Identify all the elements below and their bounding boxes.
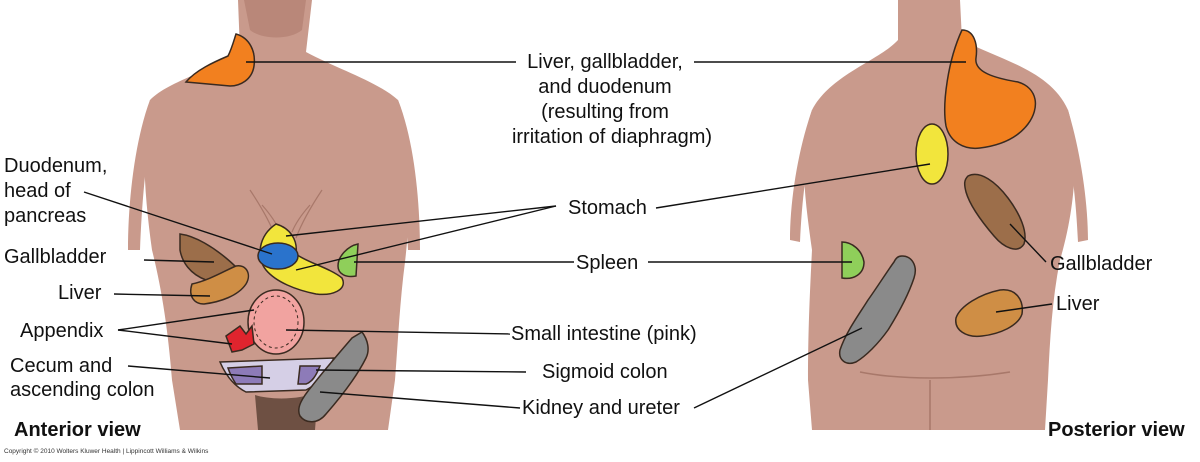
leader-gallbladder-right bbox=[1009, 223, 1047, 263]
copyright-notice: Copyright © 2010 Wolters Kluwer Health |… bbox=[4, 447, 209, 455]
label-duodenum-line3: pancreas bbox=[4, 205, 86, 227]
labels: Liver, gallbladder, and duodenum (result… bbox=[4, 51, 1185, 455]
posterior-body bbox=[790, 0, 1088, 430]
leader-kidney-anterior bbox=[319, 391, 521, 409]
leader-stomach-2 bbox=[295, 205, 557, 271]
posterior-kidney-ureter-region bbox=[838, 255, 916, 364]
leader-small-intestine bbox=[285, 329, 511, 335]
posterior-left-arm bbox=[790, 110, 818, 242]
label-sigmoid: Sigmoid colon bbox=[542, 361, 668, 383]
label-stomach: Stomach bbox=[568, 197, 647, 219]
leader-liver-right bbox=[995, 303, 1053, 313]
anterior-spleen-region bbox=[337, 243, 359, 278]
anterior-right-arm bbox=[394, 100, 420, 250]
label-anterior-view: Anterior view bbox=[14, 419, 141, 441]
posterior-liver-region bbox=[955, 289, 1024, 338]
leader-sigmoid bbox=[315, 369, 527, 373]
label-shoulder-line4: irritation of diaphragm) bbox=[512, 126, 712, 148]
leader-stomach-1 bbox=[285, 205, 557, 237]
anterior-body bbox=[128, 0, 420, 430]
label-small-intestine: Small intestine (pink) bbox=[511, 323, 697, 345]
label-posterior-view: Posterior view bbox=[1048, 419, 1185, 441]
anterior-chin bbox=[244, 0, 306, 38]
posterior-spleen-region bbox=[841, 241, 865, 280]
label-appendix: Appendix bbox=[20, 320, 103, 342]
posterior-stomach-region bbox=[915, 123, 949, 185]
leader-lines bbox=[83, 61, 1053, 409]
anterior-left-arm bbox=[128, 100, 156, 250]
anterior-liver-region bbox=[190, 265, 250, 305]
leader-liver-left bbox=[113, 293, 211, 297]
posterior-right-arm bbox=[1062, 110, 1088, 242]
small-intestine-inner-outline bbox=[253, 295, 299, 349]
label-shoulder-line3: (resulting from bbox=[541, 101, 669, 123]
anterior-kidney-ureter-region bbox=[298, 331, 369, 423]
label-duodenum-line1: Duodenum, bbox=[4, 155, 107, 177]
anterior-cecum-region bbox=[226, 365, 263, 385]
anterior-sigmoid-inner bbox=[297, 365, 322, 385]
posterior-shoulder-region bbox=[944, 29, 1037, 150]
leader-appendix-1 bbox=[117, 309, 255, 331]
label-gallbladder-left: Gallbladder bbox=[4, 246, 107, 268]
posterior-buttock-shadow bbox=[859, 371, 1011, 430]
posterior-gallbladder-region bbox=[963, 173, 1026, 250]
leader-stomach-posterior bbox=[655, 163, 931, 209]
label-duodenum-line2: head of bbox=[4, 180, 71, 202]
anterior-rib-contour bbox=[249, 189, 323, 239]
label-spleen: Spleen bbox=[576, 252, 638, 274]
leader-kidney-posterior bbox=[693, 327, 863, 409]
label-liver-left: Liver bbox=[58, 282, 102, 304]
label-liver-right: Liver bbox=[1056, 293, 1100, 315]
label-shoulder-line2: and duodenum bbox=[538, 76, 671, 98]
label-cecum-line1: Cecum and bbox=[10, 355, 112, 377]
posterior-torso bbox=[803, 0, 1075, 430]
leader-gallbladder-left bbox=[143, 259, 215, 263]
anterior-duodenum-region bbox=[257, 242, 299, 270]
anterior-appendix-region bbox=[225, 324, 255, 353]
anterior-shoulder-region bbox=[184, 33, 256, 87]
leader-duodenum bbox=[83, 191, 273, 255]
leader-appendix-2 bbox=[117, 329, 233, 345]
anterior-small-intestine-region bbox=[247, 289, 305, 355]
label-shoulder-line1: Liver, gallbladder, bbox=[527, 51, 683, 73]
label-cecum-line2: ascending colon bbox=[10, 379, 155, 401]
leader-cecum bbox=[127, 365, 271, 379]
label-kidney: Kidney and ureter bbox=[522, 397, 680, 419]
label-gallbladder-right: Gallbladder bbox=[1050, 253, 1153, 275]
anterior-torso bbox=[144, 0, 411, 430]
